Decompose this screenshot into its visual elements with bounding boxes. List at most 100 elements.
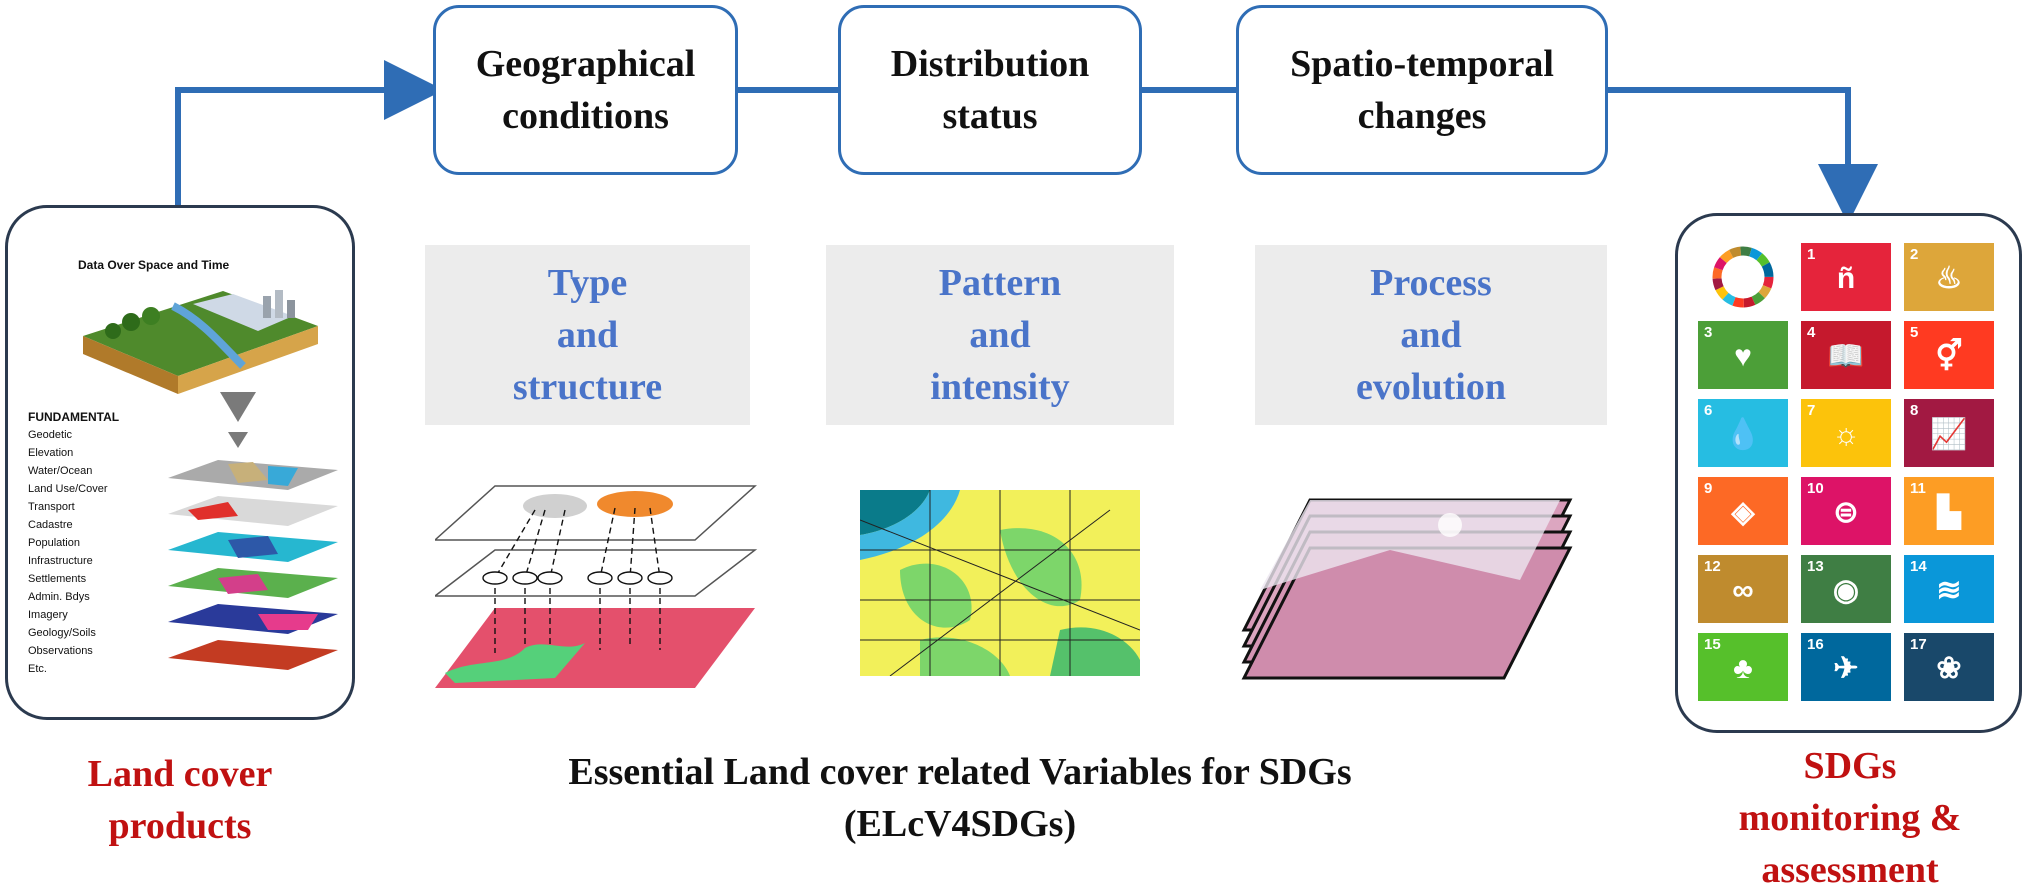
caption-line: (ELcV4SDGs) bbox=[843, 803, 1077, 845]
network-layers-illustration bbox=[435, 485, 758, 688]
elcv4sdgs-caption: Essential Land cover related Variables f… bbox=[460, 746, 1460, 850]
rings-icon: ❀ bbox=[1936, 652, 1962, 685]
sdg-wheel-tile bbox=[1698, 243, 1788, 311]
label-line: products bbox=[108, 805, 252, 847]
variable-line: structure bbox=[512, 366, 663, 408]
variable-line: and bbox=[556, 314, 619, 356]
sdg-number: 10 bbox=[1807, 480, 1824, 497]
sdg-number: 15 bbox=[1704, 636, 1721, 653]
sdg-number: 16 bbox=[1807, 636, 1824, 653]
sdg-number: 8 bbox=[1910, 402, 1919, 419]
list-item: Cadastre bbox=[28, 519, 73, 531]
sdg-tile-10: 10 ⊜ bbox=[1801, 477, 1891, 545]
box-line: Spatio-temporal bbox=[1290, 43, 1554, 85]
sdg-tile-2: 2♨ bbox=[1904, 243, 1994, 311]
sdg-number: 4 bbox=[1807, 324, 1816, 341]
sdg-tile-12: 12 ∞ bbox=[1698, 555, 1788, 623]
label-line: assessment bbox=[1761, 849, 1939, 891]
list-item: Imagery bbox=[28, 609, 68, 621]
sdg-tile-8: 8📈 bbox=[1904, 399, 1994, 467]
sdg-number: 1 bbox=[1807, 246, 1816, 263]
sdg-tile-9: 9◈ bbox=[1698, 477, 1788, 545]
sdg-tile-4: 4📖 bbox=[1801, 321, 1891, 389]
book-icon: 📖 bbox=[1827, 340, 1865, 373]
sdg-number: 12 bbox=[1704, 558, 1721, 575]
list-item: Settlements bbox=[28, 573, 87, 585]
layer-stack-illustration bbox=[168, 460, 338, 670]
list-item: Etc. bbox=[28, 663, 47, 675]
sdg-number: 5 bbox=[1910, 324, 1919, 341]
arrow-to-sdgs bbox=[1608, 87, 1878, 224]
list-item: Water/Ocean bbox=[28, 465, 93, 477]
sdg-number: 2 bbox=[1910, 246, 1919, 263]
geographical-conditions-box: Geographical conditions bbox=[433, 5, 738, 175]
box-line: Geographical bbox=[475, 43, 696, 85]
list-item: Geology/Soils bbox=[28, 627, 96, 639]
sdg-number: 14 bbox=[1910, 558, 1927, 575]
distribution-status-box: Distribution status bbox=[838, 5, 1142, 175]
time-series-stack-illustration bbox=[1241, 498, 1573, 680]
sdgs-monitoring-label: SDGs monitoring & assessment bbox=[1690, 740, 2010, 896]
down-arrows-icon bbox=[220, 392, 256, 448]
growth-chart-icon: 📈 bbox=[1930, 418, 1968, 451]
type-structure-box: Type and structure bbox=[425, 245, 750, 425]
sdg-number: 3 bbox=[1704, 324, 1713, 341]
tree-icon: ♣ bbox=[1733, 652, 1753, 685]
sdg-tile-3: 3♥ bbox=[1698, 321, 1788, 389]
sdg-tile-13: 13◉ bbox=[1801, 555, 1891, 623]
sdg-number: 17 bbox=[1910, 636, 1927, 653]
equality-icon: ⊜ bbox=[1833, 496, 1859, 529]
sdg-number: 7 bbox=[1807, 402, 1816, 419]
sdg-tile-11: 11 ▙ bbox=[1904, 477, 1994, 545]
sdg-tile-15: 15 ♣ bbox=[1698, 633, 1788, 701]
variable-line: Process bbox=[1370, 262, 1492, 304]
variable-line: and bbox=[969, 314, 1031, 356]
box-line: Distribution bbox=[890, 43, 1090, 85]
sdg-tile-16: 16 ✈ bbox=[1801, 633, 1891, 701]
intensity-map-illustration bbox=[860, 490, 1140, 676]
list-item: Geodetic bbox=[28, 429, 73, 441]
list-heading: FUNDAMENTAL bbox=[28, 410, 120, 424]
sun-icon: ☼ bbox=[1832, 418, 1860, 451]
box-line: status bbox=[942, 95, 1038, 137]
sdg-tile-14: 14≋ bbox=[1904, 555, 1994, 623]
water-drop-icon: 💧 bbox=[1724, 418, 1762, 451]
sdg-number: 13 bbox=[1807, 558, 1824, 575]
gender-icon: ⚥ bbox=[1935, 340, 1963, 373]
list-item: Population bbox=[28, 537, 80, 549]
terrain-block-illustration bbox=[83, 290, 318, 394]
label-line: monitoring & bbox=[1738, 797, 1962, 839]
land-cover-panel: Data Over Space and Time FUNDAMENTAL Geo… bbox=[5, 205, 355, 720]
sdg-number: 6 bbox=[1704, 402, 1713, 419]
sdg-tile-6: 6💧 bbox=[1698, 399, 1788, 467]
variable-line: evolution bbox=[1356, 366, 1506, 408]
variable-line: Pattern bbox=[938, 262, 1062, 304]
sdg-wheel-icon bbox=[1712, 246, 1774, 308]
variable-line: and bbox=[1400, 314, 1462, 356]
sdg-tile-5: 5⚥ bbox=[1904, 321, 1994, 389]
sdg-tile-7: 7☼ bbox=[1801, 399, 1891, 467]
family-icon: ñ bbox=[1836, 262, 1856, 295]
list-item: Elevation bbox=[28, 447, 74, 459]
list-item: Land Use/Cover bbox=[28, 483, 108, 495]
arrow-to-geographical bbox=[175, 60, 444, 205]
panel-title: Data Over Space and Time bbox=[78, 258, 230, 272]
variable-line: Type bbox=[547, 262, 628, 304]
list-item: Transport bbox=[28, 501, 75, 513]
city-icon: ▙ bbox=[1937, 496, 1961, 529]
bowl-icon: ♨ bbox=[1935, 262, 1963, 295]
list-item: Infrastructure bbox=[28, 555, 93, 567]
sdg-number: 11 bbox=[1910, 480, 1926, 497]
infinity-icon: ∞ bbox=[1732, 574, 1754, 607]
fundamental-list: FUNDAMENTAL Geodetic Elevation Water/Oce… bbox=[28, 408, 119, 678]
label-line: Land cover bbox=[87, 753, 273, 795]
dove-icon: ✈ bbox=[1833, 652, 1859, 685]
sdg-tile-17: 17 ❀ bbox=[1904, 633, 1994, 701]
box-line: conditions bbox=[502, 95, 669, 137]
heartbeat-icon: ♥ bbox=[1734, 340, 1752, 373]
